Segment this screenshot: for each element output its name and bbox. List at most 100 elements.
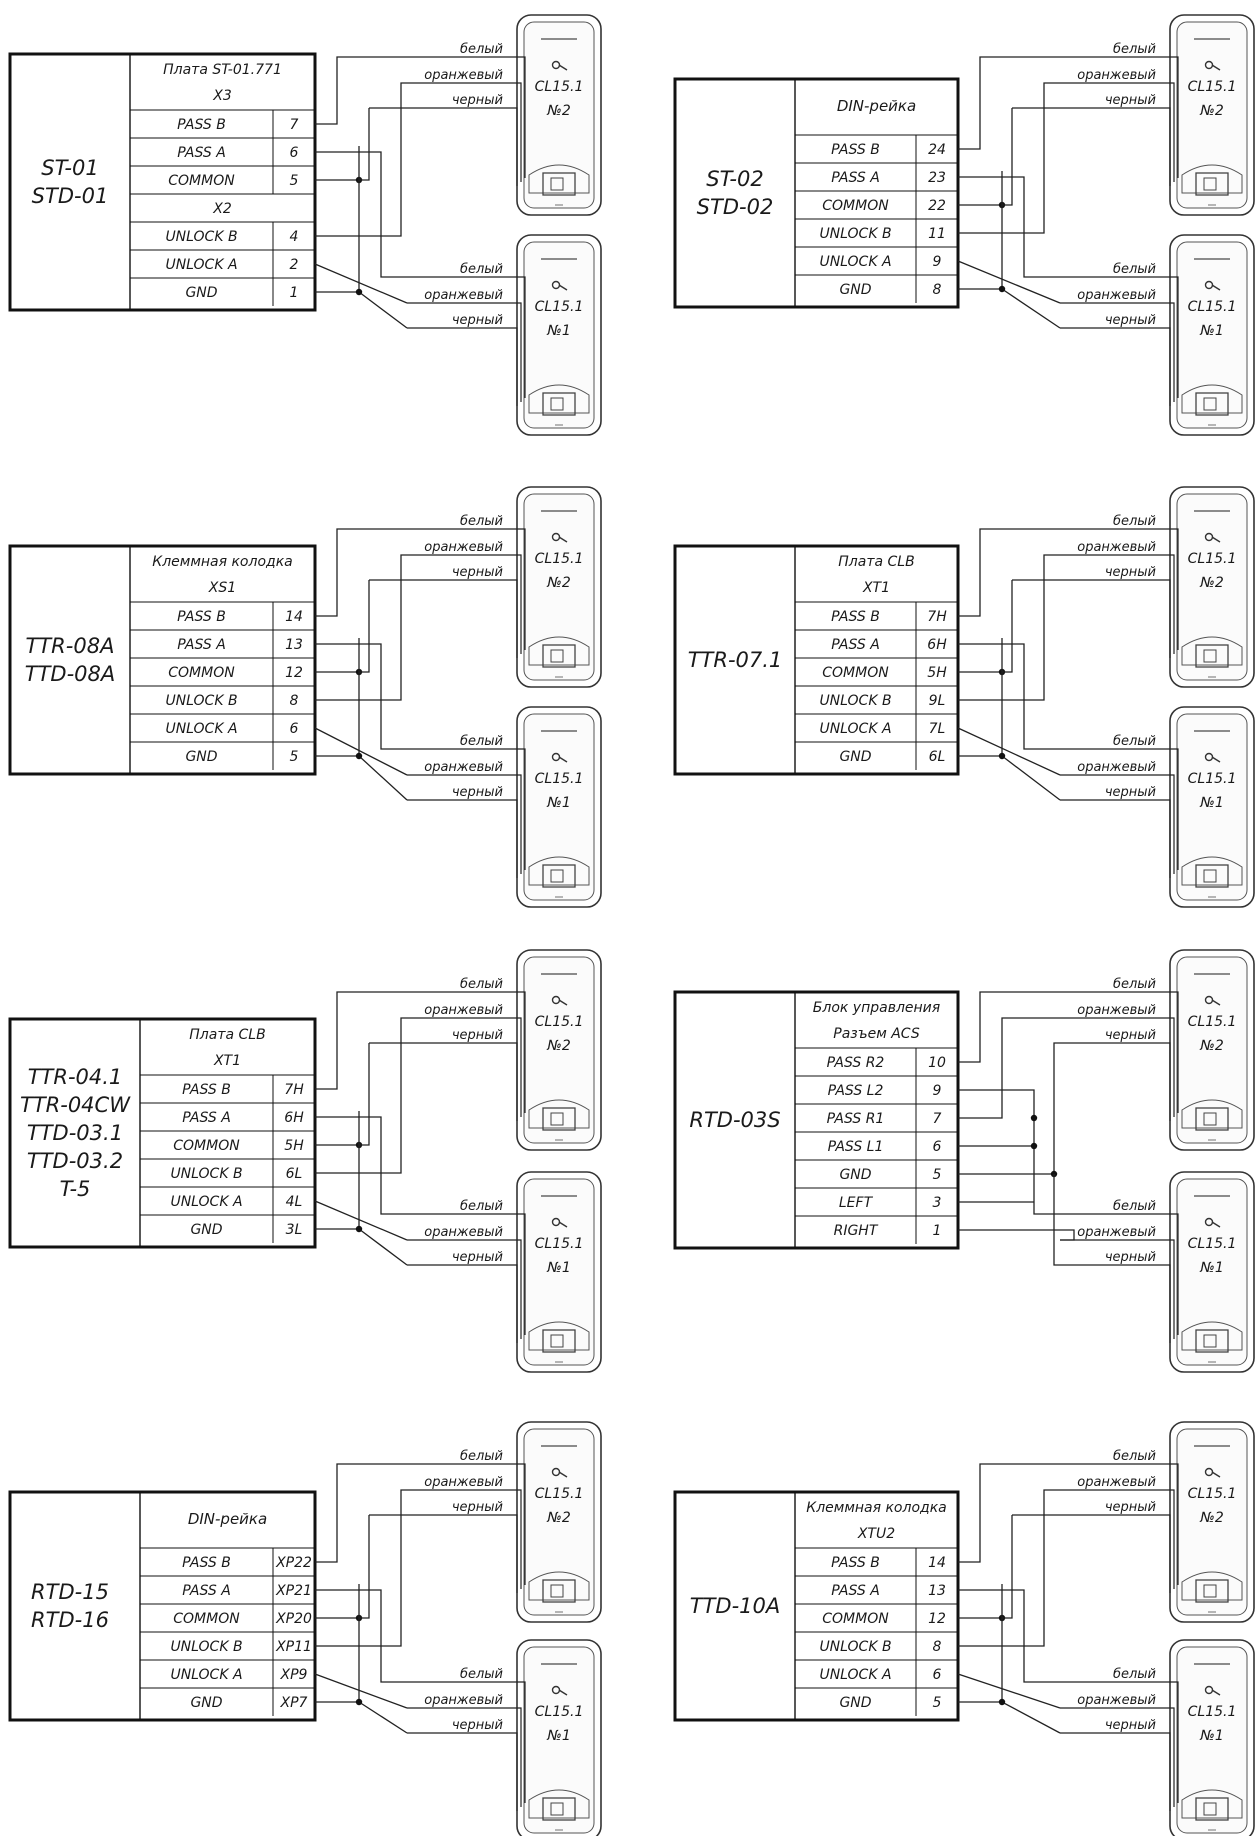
signal-name: PASS B [831,609,880,625]
reader-cable [1166,82,1175,182]
wire-label: белый [460,42,503,57]
pin-number: 4L [286,1194,303,1210]
reader-window-inner [550,869,564,883]
reader-cable [1166,1489,1175,1589]
connector-title: Блок управления [813,1000,940,1016]
reader-cable [1166,107,1171,186]
connector-title: DIN-рейка [837,97,916,115]
pin-number: XP9 [280,1667,308,1683]
wire [958,1229,1075,1241]
device-name: RTD-15 [31,1580,109,1604]
reader-window-inner [1203,1802,1217,1816]
reader-window [542,864,576,888]
pin-number: 14 [285,609,303,625]
connector-title: Клеммная колодка [806,1500,946,1516]
wire [1002,1515,1013,1619]
wire-label: белый [1113,1667,1156,1682]
reader-cable [513,302,522,402]
wire-label: черный [452,1500,503,1515]
junction-dot [355,752,363,760]
wire [314,1200,408,1241]
reader-cable [1166,1707,1175,1807]
reader-no1: CL15.1 №1 [1169,1171,1255,1373]
pin-number: 23 [928,170,946,186]
signal-name: PASS B [177,117,226,133]
signal-name: PASS A [177,637,226,653]
reader-model: CL15.1 [1188,79,1237,95]
reader-number: №1 [1199,1260,1223,1276]
reader-cable [1166,991,1179,1113]
reader-lens [1181,1099,1243,1129]
wire-label: оранжевый [424,288,503,303]
signal-name: GND [190,1222,222,1238]
wire-label: белый [460,1667,503,1682]
device-name: STD-01 [32,184,109,208]
reader-cable [513,1514,518,1593]
wire [957,727,1061,776]
reader-cable [1166,774,1175,874]
wire [957,1673,1061,1709]
reader-cable [513,1017,522,1117]
reader-window [1195,392,1229,416]
wire [958,288,1061,329]
pin-number: 6 [290,721,299,737]
wire [314,263,408,304]
key-icon-stem [1211,999,1221,1006]
pin-number: 6 [933,1139,942,1155]
wire-label: белый [1113,1449,1156,1464]
reader-window-inner [1203,1584,1217,1598]
pin-number: 22 [928,198,946,214]
signal-name: UNLOCK B [819,1639,891,1655]
key-icon-stem [558,1689,568,1696]
signal-name: GND [839,749,871,765]
wire-label: оранжевый [424,760,503,775]
reader-model: CL15.1 [1188,1236,1237,1252]
pin-number: 11 [928,226,946,242]
reader-window [542,172,576,196]
wire-label: оранжевый [1077,1225,1156,1240]
reader-face [523,241,595,429]
pin-number: 8 [290,693,299,709]
wire [314,1673,408,1709]
signal-name: PASS R1 [827,1111,885,1127]
pin-number: 6 [933,1667,942,1683]
reader-window-inner [550,1802,564,1816]
wire [315,151,407,278]
pin-number: 12 [928,1611,946,1627]
signal-name: COMMON [173,1138,240,1154]
wire-label: оранжевый [424,540,503,555]
key-icon-stem [1211,536,1221,543]
reader-window [1195,1579,1229,1603]
reader-cable [1166,1514,1171,1593]
reader-model: CL15.1 [535,1236,584,1252]
signal-name: GND [185,749,217,765]
reader-cable [513,1707,522,1807]
pin-number: 7 [933,1111,942,1127]
wire [315,1017,407,1174]
wire [958,755,1061,801]
key-icon-stem [558,536,568,543]
reader-face [523,713,595,901]
pin-number: 6L [286,1166,303,1182]
reader-window-inner [550,1112,564,1126]
key-icon-stem [558,64,568,71]
signal-name: COMMON [173,1611,240,1627]
wire-label: черный [1105,565,1156,580]
reader-cable [513,56,526,178]
panel-ttr-04-1-ttr-04cw-ttd-03-1-ttd-03-2-t-5: TTR-04.1TTR-04CWTTD-03.1TTD-03.2T-5Плата… [8,949,602,1373]
reader-window [542,1329,576,1353]
reader-model: CL15.1 [535,771,584,787]
device-name: ST-02 [706,167,763,191]
reader-face [523,956,595,1144]
wire [359,580,370,673]
pin-number: 5H [284,1138,304,1154]
reader-number: №1 [546,1728,570,1744]
wire-label: белый [1113,1199,1156,1214]
